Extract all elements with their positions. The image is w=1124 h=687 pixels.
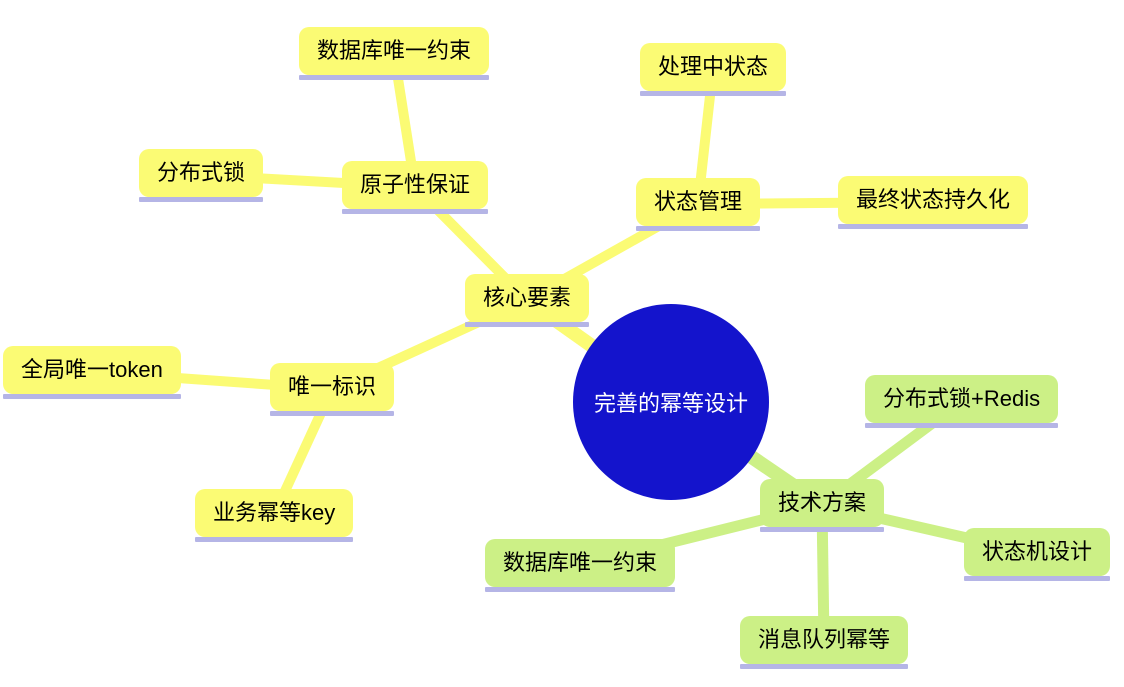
node-label: 技术方案: [778, 490, 867, 515]
node-atomicity-guarantee[interactable]: 原子性保证: [342, 161, 489, 214]
node-processing-state[interactable]: 处理中状态: [640, 43, 787, 96]
node-label: 唯一标识: [288, 374, 377, 399]
node-global-unique-token[interactable]: 全局唯一token: [3, 346, 181, 399]
node-label: 处理中状态: [658, 54, 769, 79]
node-db-unique-constraint-tech[interactable]: 数据库唯一约束: [485, 539, 676, 592]
node-final-state-persistence[interactable]: 最终状态持久化: [838, 176, 1029, 229]
node-state-management[interactable]: 状态管理: [636, 178, 761, 231]
node-label: 状态机设计: [982, 539, 1093, 564]
node-label: 最终状态持久化: [856, 187, 1011, 212]
node-label: 原子性保证: [360, 172, 471, 197]
node-label: 分布式锁: [157, 160, 246, 185]
node-label: 分布式锁+Redis: [883, 386, 1041, 411]
node-state-machine-design[interactable]: 状态机设计: [964, 528, 1111, 581]
node-distributed-lock-redis[interactable]: 分布式锁+Redis: [865, 375, 1059, 428]
node-label: 业务幂等key: [213, 500, 336, 525]
node-business-idempotent-key[interactable]: 业务幂等key: [195, 489, 354, 542]
node-core-elements[interactable]: 核心要素: [465, 274, 590, 327]
node-label: 消息队列幂等: [758, 627, 891, 652]
node-label: 核心要素: [483, 285, 572, 310]
node-label: 全局唯一token: [21, 357, 163, 382]
node-label: 数据库唯一约束: [317, 38, 472, 63]
node-label: 数据库唯一约束: [503, 550, 658, 575]
node-distributed-lock[interactable]: 分布式锁: [139, 149, 264, 202]
center-label: 完善的幂等设计: [593, 391, 748, 416]
node-center-root[interactable]: 完善的幂等设计: [573, 304, 769, 500]
node-message-queue-idempotency[interactable]: 消息队列幂等: [740, 616, 909, 669]
node-db-unique-constraint-core[interactable]: 数据库唯一约束: [299, 27, 490, 80]
node-tech-solution[interactable]: 技术方案: [760, 479, 885, 532]
node-unique-identifier[interactable]: 唯一标识: [270, 363, 395, 416]
node-label: 状态管理: [654, 189, 743, 214]
